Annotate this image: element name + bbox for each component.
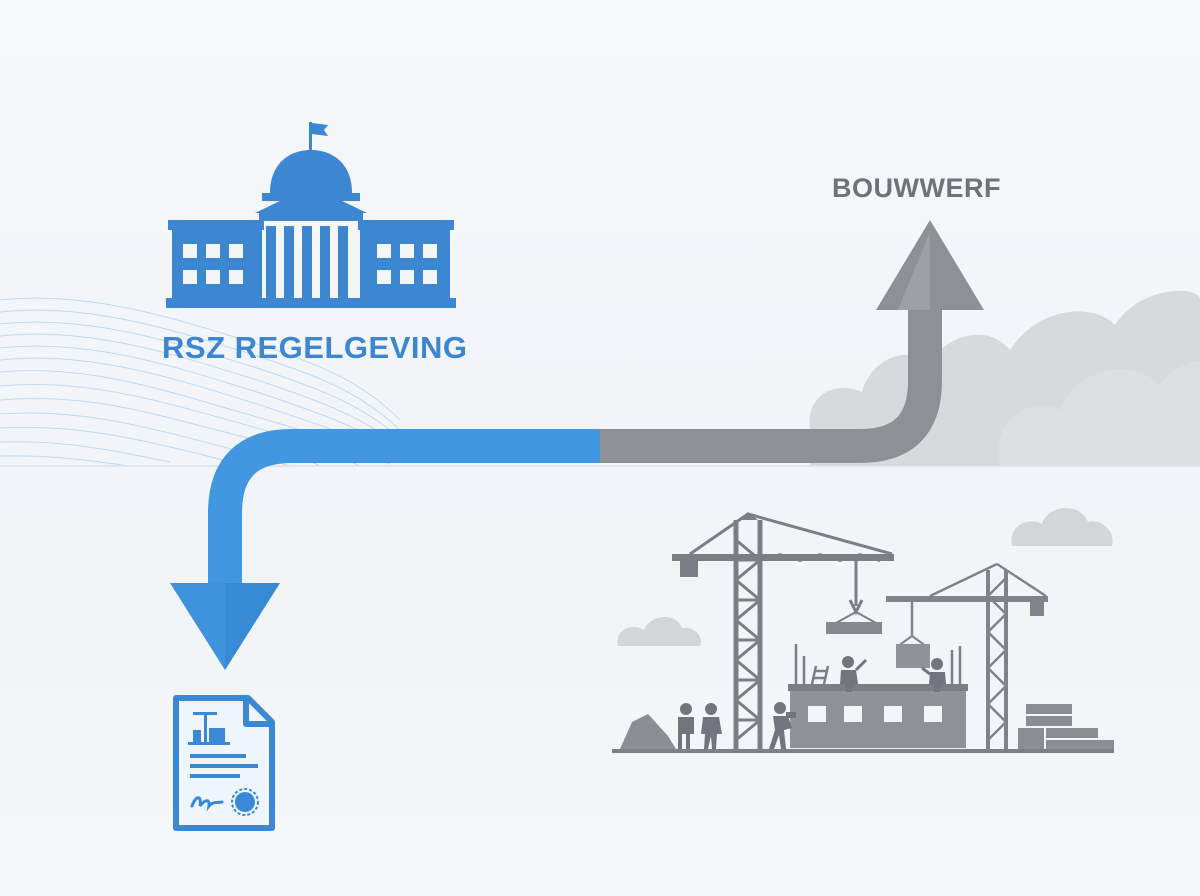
signed-document-icon xyxy=(173,695,275,831)
construction-site-icon xyxy=(612,512,1114,753)
arrow-to-document xyxy=(170,429,600,670)
small-cloud xyxy=(617,507,1113,646)
regulation-label: RSZ REGELGEVING xyxy=(162,330,468,365)
government-building-icon xyxy=(166,122,456,308)
arrow-to-construction-site xyxy=(598,220,984,463)
wave-lines xyxy=(0,297,401,467)
worker-figure xyxy=(678,656,946,749)
construction-site-label: BOUWWERF xyxy=(832,173,1001,203)
